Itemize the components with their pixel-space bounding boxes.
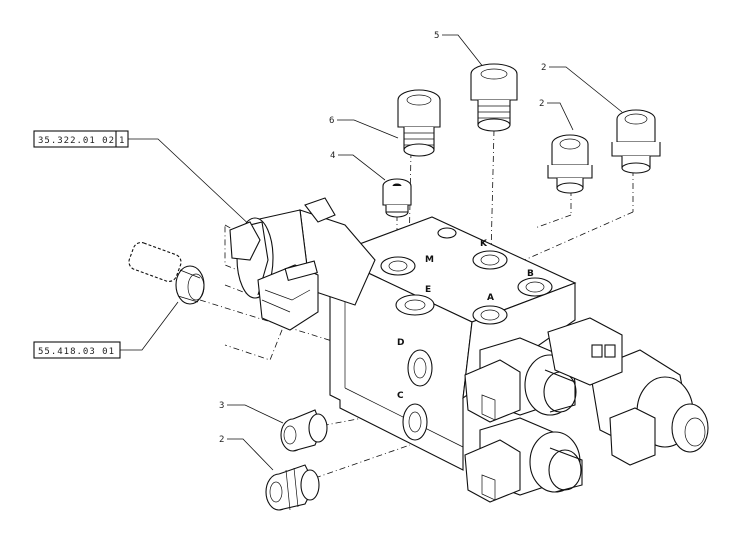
port-label-E: E — [425, 285, 431, 295]
cartridge-left — [128, 241, 205, 305]
svg-text:2: 2 — [539, 99, 544, 109]
fitting-top-right — [611, 109, 661, 174]
right-solenoid-upper — [464, 337, 577, 423]
svg-text:2: 2 — [541, 63, 546, 73]
port-top-6 — [437, 227, 457, 239]
port-label-A: A — [487, 293, 494, 303]
reference-box-mid-left[interactable]: 55.418.03 01 — [33, 341, 121, 359]
callout-fitting-right-mid[interactable]: 2 — [539, 99, 574, 131]
fitting-right-mid — [547, 134, 593, 194]
svg-text:3: 3 — [219, 401, 224, 411]
port-top-1 — [380, 256, 416, 276]
port-label-M: M — [425, 255, 434, 265]
left-solenoid-valve — [229, 197, 376, 331]
port-D — [407, 349, 433, 387]
callout-plug[interactable]: 4 — [330, 151, 386, 181]
port-label-C: C — [397, 391, 404, 401]
fitting-top-center — [470, 63, 518, 132]
svg-text:6: 6 — [329, 116, 334, 126]
leader-ref-mid-left — [120, 301, 179, 351]
fitting-lower-1 — [280, 409, 328, 452]
reference-box-top-left[interactable]: 35.322.01 02 1 — [33, 130, 129, 148]
fitting-top-left — [397, 89, 441, 157]
callout-fitting-top-left[interactable]: 6 — [329, 116, 399, 139]
svg-text:4: 4 — [330, 151, 335, 161]
reference-code-top-left: 35.322.01 02 — [38, 136, 115, 146]
fitting-lower-2 — [265, 464, 320, 511]
leader-ref-top-left — [128, 138, 256, 231]
callout-fitting-lower-2[interactable]: 2 — [219, 435, 274, 471]
port-label-B: B — [527, 269, 534, 279]
port-top-5 — [517, 277, 553, 297]
reference-item-top-left: 1 — [119, 136, 125, 146]
callout-fitting-top-center[interactable]: 5 — [434, 31, 485, 69]
reference-code-mid-left: 55.418.03 01 — [38, 347, 115, 357]
port-label-K: K — [480, 239, 488, 249]
right-solenoid-lower — [464, 417, 583, 503]
port-top-4 — [472, 305, 508, 325]
svg-text:5: 5 — [434, 31, 439, 41]
callout-fitting-top-right[interactable]: 2 — [541, 63, 623, 113]
port-C — [402, 403, 428, 441]
plug — [382, 178, 412, 218]
callout-fitting-lower-1[interactable]: 3 — [219, 401, 284, 424]
port-label-D: D — [397, 338, 404, 348]
port-top-3 — [395, 294, 435, 316]
right-solenoid-far — [547, 317, 709, 466]
port-top-2 — [472, 250, 508, 270]
svg-text:2: 2 — [219, 435, 224, 445]
